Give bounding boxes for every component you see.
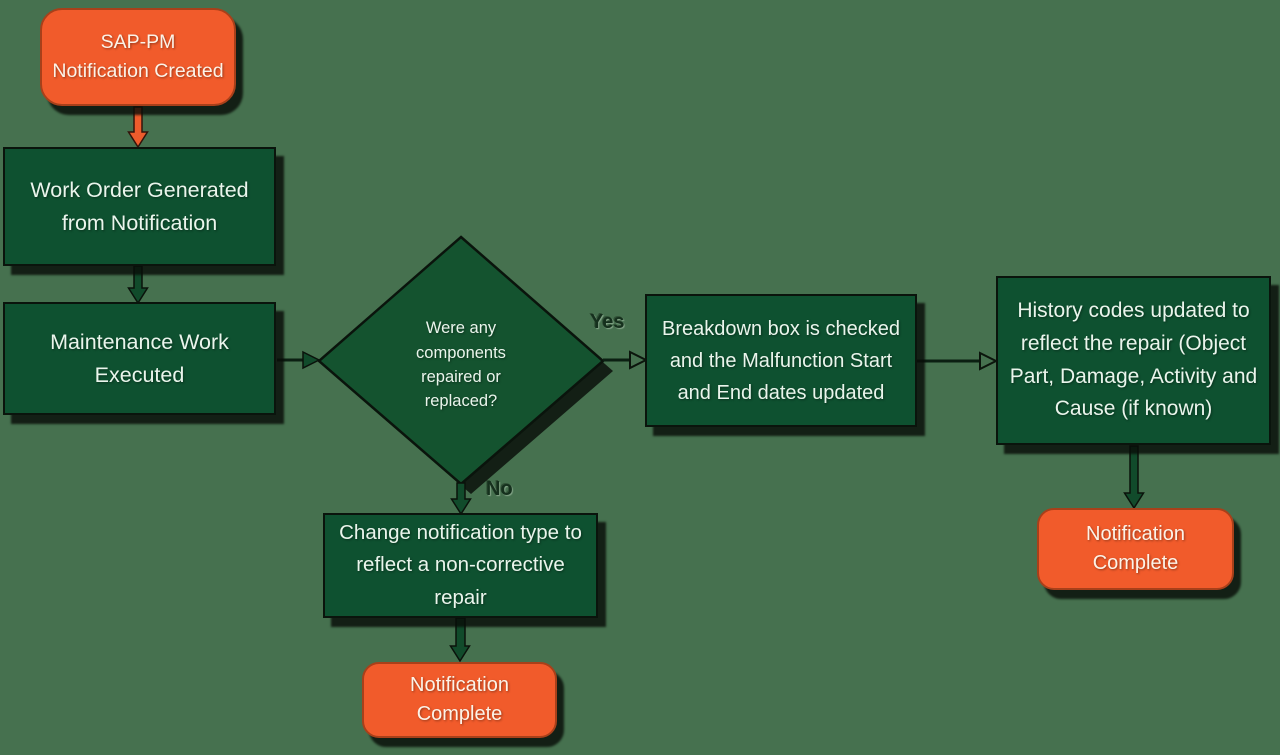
node-label: History codes updated to reflect the rep… [1009, 299, 1258, 421]
arrow-decision-to-breakdown-yes [603, 350, 649, 370]
node-sap-pm-notification-created: SAP-PM Notification Created [40, 8, 236, 106]
arrow-change-to-complete-bottom [449, 617, 471, 663]
node-label: Notification Complete [1086, 523, 1185, 574]
node-maintenance-work-executed: Maintenance Work Executed [3, 302, 276, 415]
arrow-breakdown-to-history [917, 351, 999, 371]
arrow-maintenance-to-decision [277, 350, 321, 370]
arrow-workorder-to-maintenance [127, 265, 149, 305]
node-history-codes-updated: History codes updated to reflect the rep… [996, 276, 1271, 445]
node-change-notification-type: Change notification type to reflect a no… [323, 513, 598, 618]
arrow-sap-to-workorder [127, 106, 149, 149]
node-notification-complete-right: Notification Complete [1037, 508, 1234, 590]
edge-label-yes: Yes [590, 311, 625, 333]
node-breakdown-box-checked: Breakdown box is checked and the Malfunc… [645, 294, 917, 427]
arrow-history-to-complete-right [1123, 445, 1145, 510]
node-label: Notification Complete [410, 674, 509, 725]
arrow-decision-to-change-no [450, 482, 472, 516]
node-label: Maintenance Work Executed [50, 330, 229, 387]
node-label: Work Order Generated from Notification [30, 178, 249, 235]
node-notification-complete-bottom: Notification Complete [362, 662, 557, 738]
node-work-order-generated: Work Order Generated from Notification [3, 147, 276, 266]
node-label: Were any components repaired or replaced… [416, 319, 506, 411]
edge-label-no: No [486, 478, 513, 500]
node-decision-components-repaired: Were any components repaired or replaced… [378, 296, 544, 434]
node-label: Breakdown box is checked and the Malfunc… [662, 317, 900, 404]
node-label: SAP-PM Notification Created [52, 30, 224, 82]
node-label: Change notification type to reflect a no… [339, 520, 582, 609]
